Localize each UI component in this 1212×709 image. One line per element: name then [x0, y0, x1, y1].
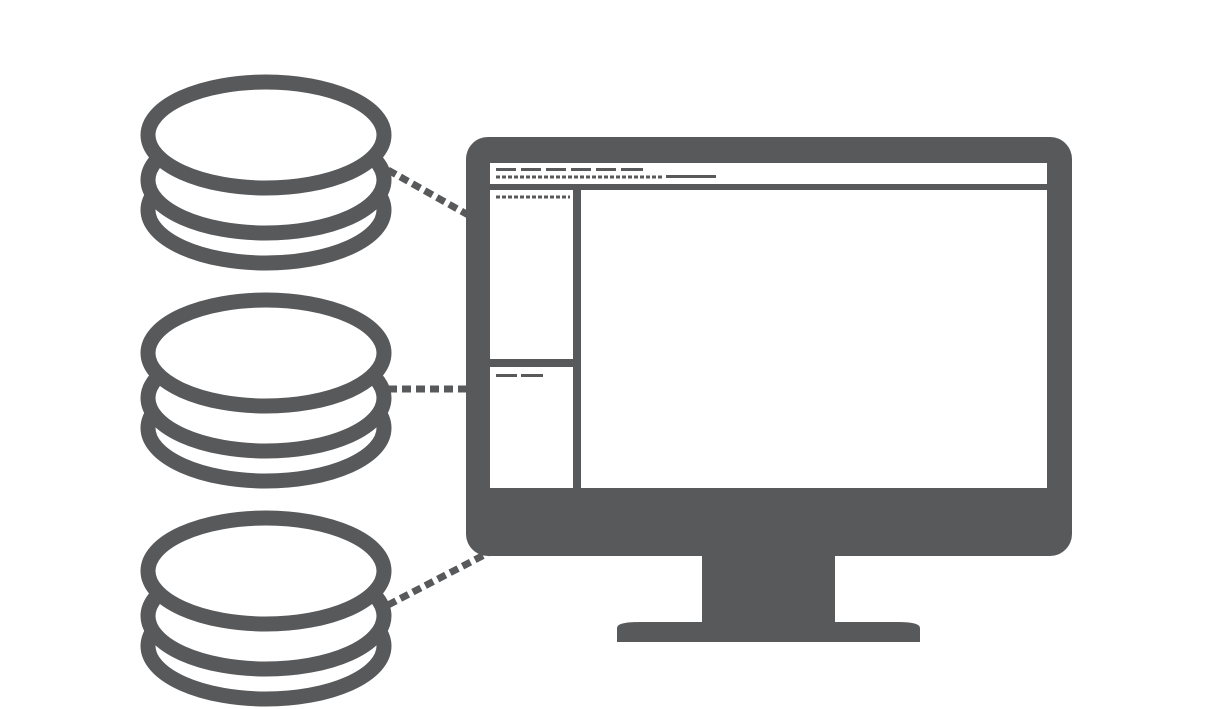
connection-line-top — [386, 166, 472, 220]
sidebar-panel-divider — [490, 359, 573, 367]
toolbar-placeholder-bar — [666, 175, 716, 178]
connection-line-bottom — [386, 549, 490, 609]
desktop-monitor-icon — [466, 137, 1072, 642]
database-icon — [140, 292, 392, 489]
toolbar-placeholder — [496, 168, 643, 171]
monitor-neck — [702, 548, 835, 628]
monitor-base — [617, 622, 920, 642]
sidebar-bottom-placeholder — [496, 374, 543, 377]
monitor-screen — [490, 163, 1047, 488]
database-icon — [140, 510, 392, 707]
title-bar-divider — [490, 184, 1047, 190]
connections — [386, 166, 490, 609]
database-icon — [140, 74, 392, 271]
sidebar-divider — [573, 190, 581, 488]
